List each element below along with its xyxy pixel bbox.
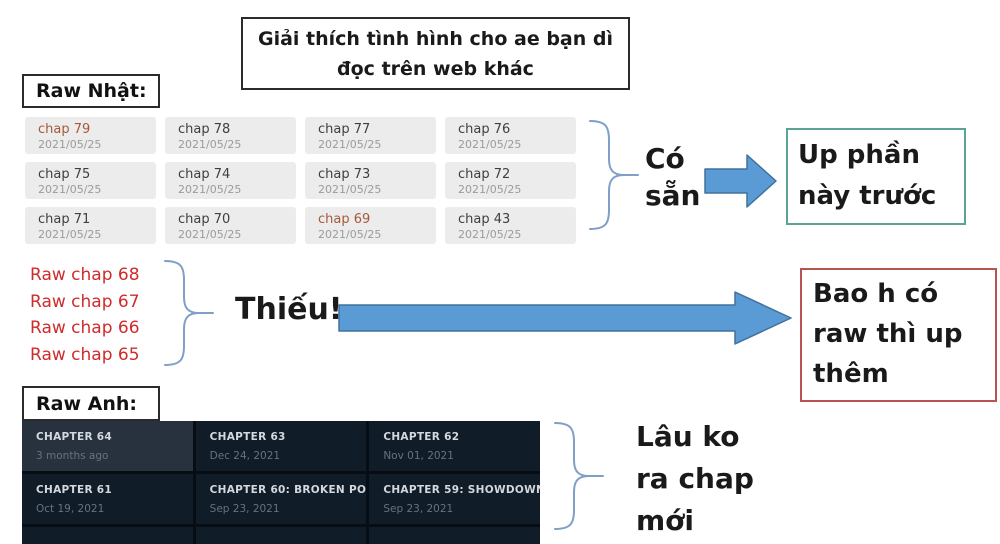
long-arrow-right-icon	[338, 291, 792, 345]
chapter-link[interactable]: chap 69	[318, 212, 371, 227]
en-chapter-cell-partial[interactable]	[22, 527, 193, 544]
chapter-link[interactable]: chap 70	[178, 212, 231, 227]
en-chapter-title[interactable]: CHAPTER 62	[383, 431, 460, 443]
missing-raw-list: Raw chap 68 Raw chap 67 Raw chap 66 Raw cha…	[30, 262, 140, 368]
en-chapter-cell-partial[interactable]	[369, 527, 540, 544]
chapter-date: 2021/05/25	[38, 183, 102, 196]
chapter-date: 2021/05/25	[318, 138, 382, 151]
header-note-text: Giải thích tình hình cho ae bạn dì đọc t…	[257, 27, 613, 80]
chapter-date: 2021/05/25	[178, 138, 242, 151]
chapter-link[interactable]: chap 72	[458, 167, 511, 182]
chapter-date: 2021/05/25	[458, 228, 522, 241]
callout-up-first: Up phần này trước	[786, 128, 966, 225]
en-chapter-title[interactable]: CHAPTER 59: SHOWDOWN PONKO	[383, 484, 540, 496]
en-chapter-date: Sep 23, 2021	[383, 503, 454, 515]
callout-when-raw: Bao h có raw thì up thêm	[800, 268, 997, 402]
en-chapter-title[interactable]: CHAPTER 64	[36, 431, 113, 443]
en-chapter-date: Oct 19, 2021	[36, 503, 105, 515]
missing-raw-line: Raw chap 67	[30, 291, 140, 312]
chapter-link[interactable]: chap 43	[458, 212, 511, 227]
arrow-right-icon	[704, 154, 777, 208]
en-chapter-cell[interactable]: CHAPTER 60: BROKEN PONKO Sep 23, 2021	[195, 474, 367, 524]
chapter-link[interactable]: chap 71	[38, 212, 91, 227]
en-chapter-date: Dec 24, 2021	[209, 450, 281, 462]
en-chapter-title[interactable]: CHAPTER 60: BROKEN PONKO	[209, 484, 367, 496]
raw-en-label: Raw Anh:	[22, 386, 160, 421]
en-chapter-cell[interactable]: CHAPTER 64 3 months ago	[22, 421, 193, 471]
chapter-link[interactable]: chap 79	[38, 122, 91, 137]
chapter-date: 2021/05/25	[318, 183, 382, 196]
chapter-date: 2021/05/25	[318, 228, 382, 241]
chapter-date: 2021/05/25	[38, 138, 102, 151]
en-chapter-cell[interactable]: CHAPTER 62 Nov 01, 2021	[369, 421, 540, 471]
missing-raw-line: Raw chap 66	[30, 318, 140, 338]
brace-stale-icon	[554, 422, 604, 530]
missing-raw-line: Raw chap 65	[30, 344, 140, 365]
brace-available-icon	[589, 120, 639, 230]
en-chapter-date: 3 months ago	[36, 450, 109, 462]
stale-note: Lâu ko ra chap mới	[636, 420, 754, 537]
chapter-link[interactable]: chap 78	[178, 122, 231, 137]
chapter-date: 2021/05/25	[38, 228, 102, 241]
en-chapter-date: Nov 01, 2021	[383, 450, 454, 462]
chapter-link[interactable]: chap 75	[38, 167, 91, 182]
available-note: Có sẵn	[645, 142, 701, 212]
chapter-link[interactable]: chap 76	[458, 122, 511, 137]
en-chapter-cell[interactable]: CHAPTER 61 Oct 19, 2021	[22, 474, 193, 524]
en-chapter-title[interactable]: CHAPTER 61	[36, 484, 113, 496]
raw-en-chapter-list: CHAPTER 64 3 months ago CHAPTER 63 Dec 24, …	[22, 421, 540, 544]
missing-raw-line: Raw chap 68	[30, 265, 140, 285]
chapter-date: 2021/05/25	[178, 228, 242, 241]
chapter-date: 2021/05/25	[458, 138, 522, 151]
en-chapter-cell[interactable]: CHAPTER 63 Dec 24, 2021	[195, 421, 367, 471]
chapter-link[interactable]: chap 73	[318, 167, 371, 182]
header-note-box: Giải thích tình hình cho ae bạn dì đọc t…	[241, 17, 630, 90]
chapter-date: 2021/05/25	[458, 183, 522, 196]
en-chapter-cell[interactable]: CHAPTER 59: SHOWDOWN PONKO Sep 23, 2021	[369, 474, 540, 524]
chapter-date: 2021/05/25	[178, 183, 242, 196]
en-chapter-date: Sep 23, 2021	[209, 503, 280, 515]
en-chapter-cell-partial[interactable]	[195, 527, 367, 544]
en-chapter-title[interactable]: CHAPTER 63	[209, 431, 286, 443]
chapter-link[interactable]: chap 74	[178, 167, 231, 182]
brace-missing-icon	[164, 260, 214, 366]
chapter-link[interactable]: chap 77	[318, 122, 371, 137]
missing-note: Thiếu!	[235, 292, 343, 327]
raw-jp-label: Raw Nhật:	[22, 74, 160, 108]
